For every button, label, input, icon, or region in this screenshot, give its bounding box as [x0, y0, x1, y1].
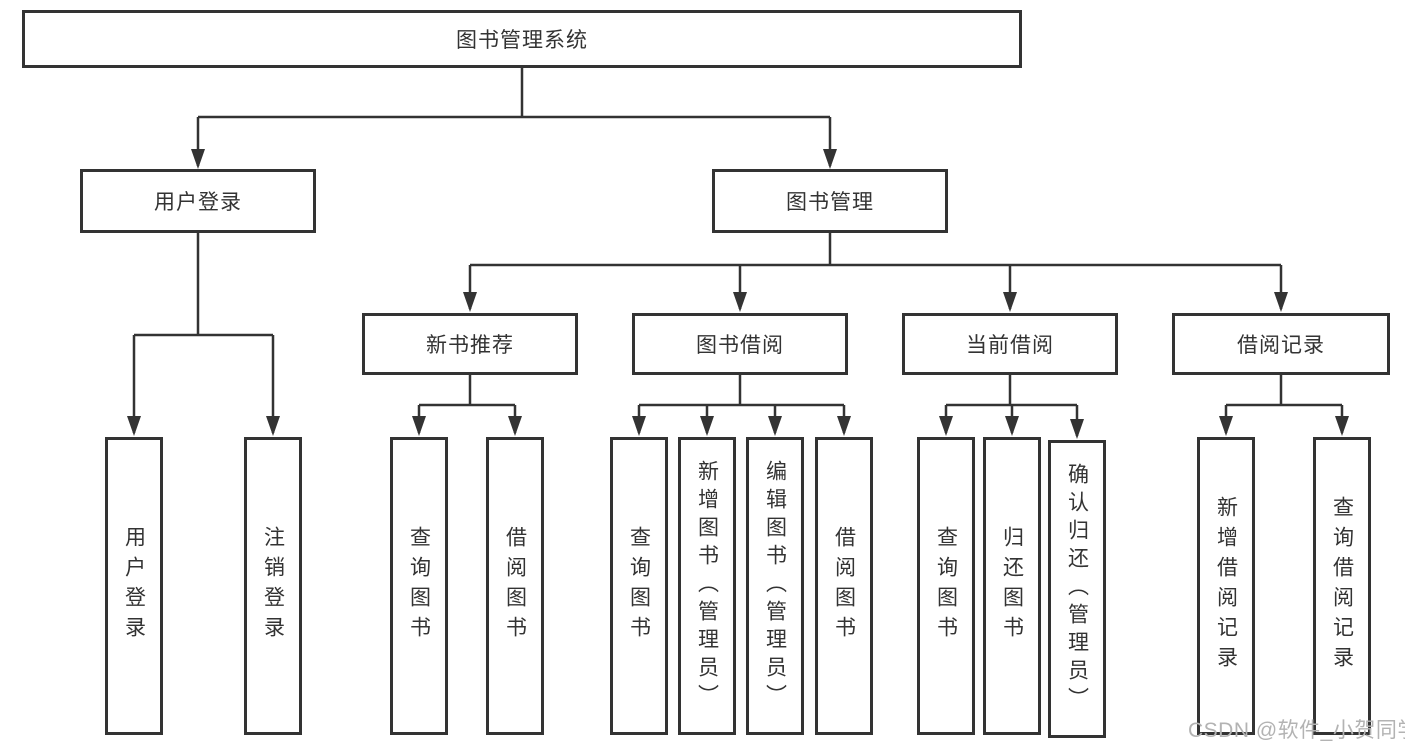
connector-user-login-branch [127, 233, 280, 436]
node-book-borrow-label: 图书借阅 [696, 334, 784, 357]
connector-root-branch [191, 68, 837, 169]
csdn-watermark: CSDN @软件_小贺同学 [1188, 719, 1405, 742]
connector-book-borrow-branch [632, 375, 851, 436]
leaf-logout: 注销登录 [244, 437, 302, 735]
leaf-add-book-admin-label: 新增图书（管理员） [695, 460, 719, 712]
leaf-rec-borrow-book: 借阅图书 [486, 437, 544, 735]
leaf-confirm-return-admin-label: 确认归还（管理员） [1065, 463, 1089, 715]
leaf-confirm-return-admin: 确认归还（管理员） [1048, 440, 1106, 738]
leaf-borrow-book-label: 借阅图书 [832, 526, 856, 646]
leaf-borrow-book: 借阅图书 [815, 437, 873, 735]
node-current-borrow: 当前借阅 [902, 313, 1118, 375]
node-root-label: 图书管理系统 [456, 29, 588, 52]
node-book-mgmt: 图书管理 [712, 169, 948, 233]
node-book-borrow: 图书借阅 [632, 313, 848, 375]
leaf-rec-borrow-book-label: 借阅图书 [503, 526, 527, 646]
node-user-login: 用户登录 [80, 169, 316, 233]
node-new-book-rec: 新书推荐 [362, 313, 578, 375]
leaf-user-login-label: 用户登录 [122, 526, 146, 646]
connector-current-borrow-branch [939, 375, 1084, 439]
leaf-rec-query-book: 查询图书 [390, 437, 448, 735]
leaf-user-login: 用户登录 [105, 437, 163, 735]
node-user-login-label: 用户登录 [154, 191, 242, 214]
connector-borrow-record-branch [1219, 375, 1349, 436]
leaf-edit-book-admin: 编辑图书（管理员） [746, 437, 804, 735]
leaf-return-book-label: 归还图书 [1000, 526, 1024, 646]
leaf-query-borrow-record-label: 查询借阅记录 [1330, 496, 1354, 676]
leaf-add-borrow-record: 新增借阅记录 [1197, 437, 1255, 735]
leaf-rec-query-book-label: 查询图书 [407, 526, 431, 646]
leaf-current-query-book-label: 查询图书 [934, 526, 958, 646]
leaf-current-query-book: 查询图书 [917, 437, 975, 735]
node-root: 图书管理系统 [22, 10, 1022, 68]
connector-book-mgmt-branch [463, 233, 1288, 312]
node-new-book-rec-label: 新书推荐 [426, 334, 514, 357]
connector-new-book-rec-branch [412, 375, 522, 436]
node-current-borrow-label: 当前借阅 [966, 334, 1054, 357]
leaf-logout-label: 注销登录 [261, 526, 285, 646]
leaf-borrow-query-book-label: 查询图书 [627, 526, 651, 646]
leaf-add-borrow-record-label: 新增借阅记录 [1214, 496, 1238, 676]
node-book-mgmt-label: 图书管理 [786, 191, 874, 214]
node-borrow-record-label: 借阅记录 [1237, 334, 1325, 357]
leaf-return-book: 归还图书 [983, 437, 1041, 735]
leaf-add-book-admin: 新增图书（管理员） [678, 437, 736, 735]
leaf-query-borrow-record: 查询借阅记录 [1313, 437, 1371, 735]
leaf-borrow-query-book: 查询图书 [610, 437, 668, 735]
leaf-edit-book-admin-label: 编辑图书（管理员） [763, 460, 787, 712]
node-borrow-record: 借阅记录 [1172, 313, 1390, 375]
